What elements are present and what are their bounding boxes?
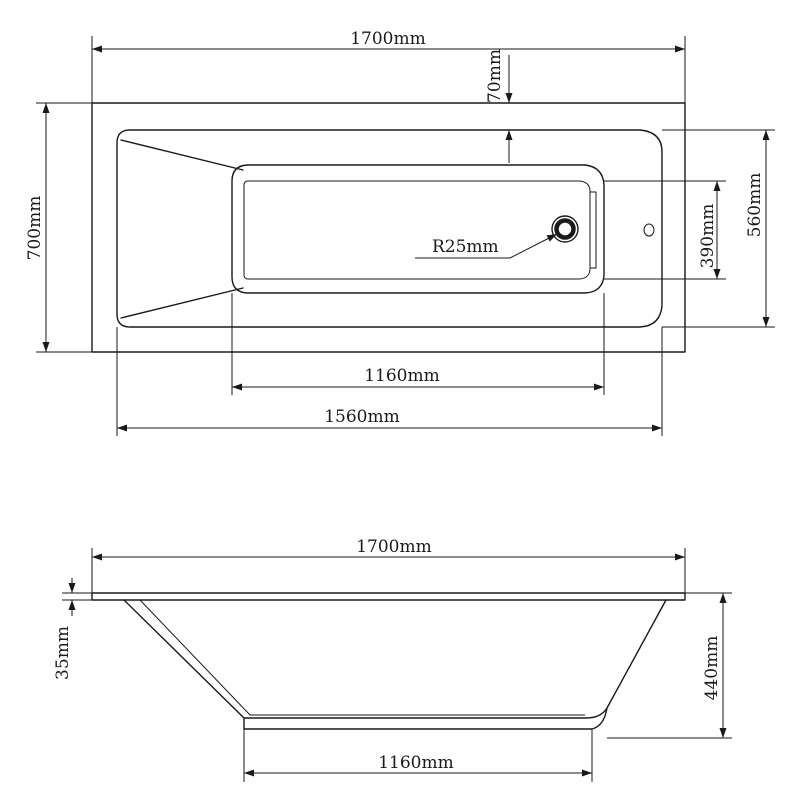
tub-bottom-step [590, 191, 597, 269]
dim-rim-thickness-label: 35mm [53, 626, 73, 680]
dim-inner-length-label: 1560mm [324, 407, 400, 427]
tub-body-inner-side [139, 599, 585, 716]
tub-outer-rim [91, 102, 686, 353]
tub-inner-edge [116, 129, 663, 328]
dim-overall-width-label: 700mm [25, 196, 45, 261]
side-view: 1700mm 35mm 440mm 1160mm [53, 537, 732, 782]
dim-side-bottom-length-label: 1160mm [378, 753, 454, 773]
tub-bottom-inner [243, 180, 591, 280]
dim-inner-width-label: 560mm [745, 173, 765, 238]
dim-bottom-width-label: 390mm [698, 204, 718, 269]
dim-side-bottom-length: 1160mm [243, 729, 593, 782]
tub-rim-side [91, 592, 686, 601]
dim-drain-radius: R25mm [415, 233, 558, 259]
drain-icon [554, 218, 576, 240]
dim-depth: 440mm [607, 592, 732, 739]
dim-depth-label: 440mm [702, 636, 722, 701]
dim-rim-thickness: 35mm [53, 578, 92, 680]
dim-overall-width: 700mm [25, 102, 92, 353]
backrest-lower-line [120, 287, 244, 319]
dim-rim-width-label: 70mm [485, 49, 505, 103]
backrest-upper-line [120, 139, 244, 171]
drain-outer-icon [551, 215, 579, 243]
dim-overall-length-label: 1700mm [350, 29, 426, 49]
top-view: 1700mm 700mm 70mm 560mm 390mm [25, 29, 775, 436]
dim-inner-width: 560mm [662, 129, 775, 328]
tub-bottom-outer [231, 164, 605, 294]
dim-overall-length: 1700mm [91, 29, 686, 103]
dim-side-overall-length: 1700mm [91, 537, 686, 593]
dim-rim-width: 70mm [485, 49, 513, 163]
dim-bottom-width: 390mm [604, 180, 726, 280]
dim-bottom-length: 1160mm [231, 293, 605, 395]
overflow-hole-icon [643, 223, 655, 237]
dim-side-overall-length-label: 1700mm [356, 537, 432, 557]
tub-body-side [123, 599, 667, 719]
dim-bottom-length-label: 1160mm [364, 366, 440, 386]
dim-inner-length: 1560mm [116, 327, 663, 436]
dim-drain-radius-label: R25mm [432, 237, 499, 257]
